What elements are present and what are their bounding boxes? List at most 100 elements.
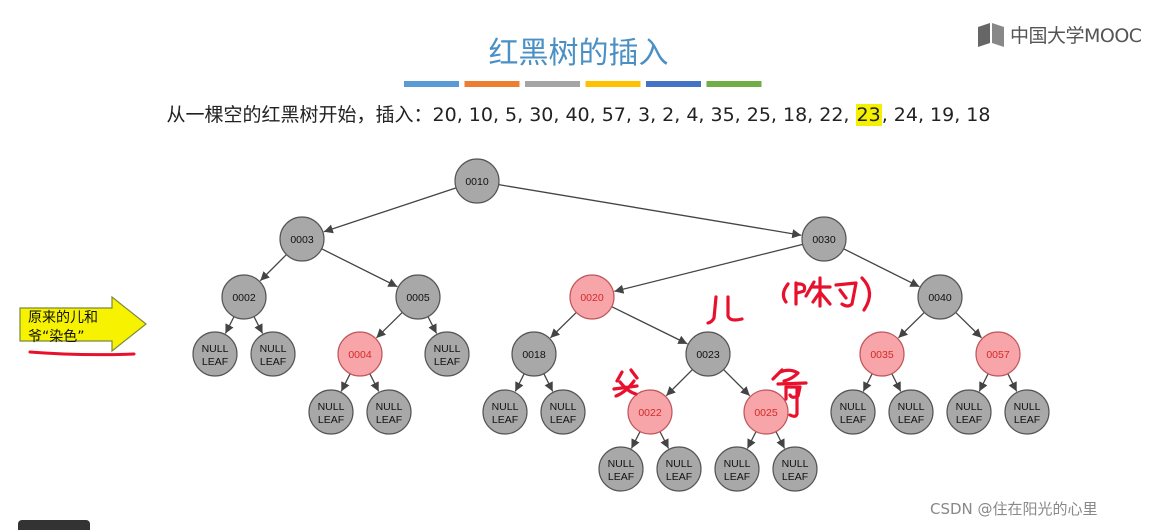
svg-text:0023: 0023: [696, 349, 720, 361]
svg-text:LEAF: LEAF: [608, 471, 634, 483]
tree-edge-n40-n57: [955, 311, 983, 339]
watermark: CSDN @住在阳光的心里: [930, 500, 1098, 518]
tree-edge-n4-l4b: [369, 373, 380, 392]
tree-node-0018: 0018: [511, 331, 557, 377]
sequence-after: , 24, 19, 18: [881, 104, 991, 126]
sequence-before: 20, 10, 5, 30, 40, 57, 3, 2, 4, 35, 25, …: [432, 104, 856, 126]
callout-arrow: [19, 295, 147, 353]
tree-node-0057: 0057: [975, 331, 1021, 377]
tree-node-0005: 0005: [395, 274, 441, 320]
tree-edge-n25-l25a: [746, 431, 757, 449]
svg-text:NULL: NULL: [840, 401, 867, 413]
tree-edges: [224, 183, 1018, 449]
tree-edge-n5-n4: [375, 311, 403, 339]
svg-text:NULL: NULL: [550, 401, 577, 413]
tree-node-0010: 0010: [454, 158, 500, 204]
svg-text:LEAF: LEAF: [376, 414, 402, 426]
svg-text:0025: 0025: [754, 407, 778, 419]
svg-text:0003: 0003: [290, 234, 314, 246]
color-bar-segment: [585, 81, 641, 87]
svg-text:NULL: NULL: [898, 401, 925, 413]
svg-text:0020: 0020: [580, 292, 604, 304]
callout-line-1: 原来的儿和: [28, 310, 98, 326]
tree-node-0002: 0002: [221, 274, 267, 320]
tree-node-0025: 0025: [743, 389, 789, 435]
tree-edge-n35-l35b: [891, 373, 902, 392]
sequence-prefix: 从一棵空的红黑树开始，插入：: [166, 104, 433, 126]
tree-edge-n18-l18b: [543, 373, 554, 392]
svg-text:LEAF: LEAF: [492, 414, 518, 426]
svg-text:NULL: NULL: [260, 343, 287, 355]
svg-text:LEAF: LEAF: [724, 471, 750, 483]
tree-edge-n30-n40: [843, 248, 920, 288]
svg-text:NULL: NULL: [666, 458, 693, 470]
tree-edge-n5-l5b: [427, 316, 438, 334]
color-bar-segment: [525, 81, 580, 87]
svg-text:0030: 0030: [812, 234, 836, 246]
tree-edge-n4-l4a: [340, 373, 351, 392]
svg-text:NULL: NULL: [202, 343, 229, 355]
tree-node-0023: 0023: [685, 331, 731, 377]
tree-edge-n18-l18a: [514, 373, 525, 392]
svg-text:NULL: NULL: [376, 401, 403, 413]
svg-text:LEAF: LEAF: [1014, 414, 1040, 426]
tree-edge-n23-n25: [723, 369, 751, 397]
svg-text:NULL: NULL: [608, 458, 635, 470]
insert-sequence: 从一棵空的红黑树开始，插入：20, 10, 5, 30, 40, 57, 3, …: [0, 100, 1157, 127]
svg-text:LEAF: LEAF: [318, 414, 344, 426]
svg-text:NULL: NULL: [434, 343, 461, 355]
color-bar: [404, 81, 762, 87]
tree-nodes: 0010 0003 0030 0002 0005 0020 0040 0004 0018 0023…: [192, 158, 1050, 492]
svg-text:LEAF: LEAF: [434, 356, 460, 368]
svg-text:0057: 0057: [986, 349, 1010, 361]
tree-edge-n3-n5: [321, 248, 398, 288]
tree-node-0035: 0035: [859, 331, 905, 377]
color-bar-segment: [646, 81, 701, 87]
mooc-logo: 中国大学MOOC: [976, 20, 1142, 48]
player-control-tab[interactable]: [18, 520, 90, 530]
tree-node-0030: 0030: [801, 216, 847, 262]
tree-node-0022: 0022: [627, 389, 673, 435]
svg-text:NULL: NULL: [318, 401, 345, 413]
tree-edge-n22-l22a: [630, 431, 641, 449]
svg-text:0002: 0002: [232, 292, 256, 304]
tree-edge-n30-n20: [614, 243, 803, 294]
handwritten-annotations: [612, 276, 872, 418]
tree-edge-n20-n18: [549, 311, 577, 339]
svg-text:NULL: NULL: [724, 458, 751, 470]
svg-text:LEAF: LEAF: [550, 414, 576, 426]
svg-text:0010: 0010: [465, 176, 489, 188]
svg-text:LEAF: LEAF: [260, 356, 286, 368]
tree-node-0020: 0020: [569, 274, 615, 320]
tree-node-0040: 0040: [917, 274, 963, 320]
svg-text:0018: 0018: [522, 349, 546, 361]
tree-node-0004: 0004: [337, 331, 383, 377]
svg-text:LEAF: LEAF: [202, 356, 228, 368]
slide-title: 红黑树的插入: [488, 36, 669, 71]
svg-text:LEAF: LEAF: [956, 414, 982, 426]
tree-edge-n10-n30: [498, 183, 802, 239]
handwriting-er: [706, 295, 744, 325]
tree-edge-n2-l2a: [224, 316, 235, 334]
callout-text: 原来的儿和 爷“染色”: [28, 309, 98, 347]
tree-edge-n57-l57b: [1007, 373, 1018, 392]
mooc-book-icon: [978, 23, 1004, 47]
svg-text:LEAF: LEAF: [898, 414, 924, 426]
